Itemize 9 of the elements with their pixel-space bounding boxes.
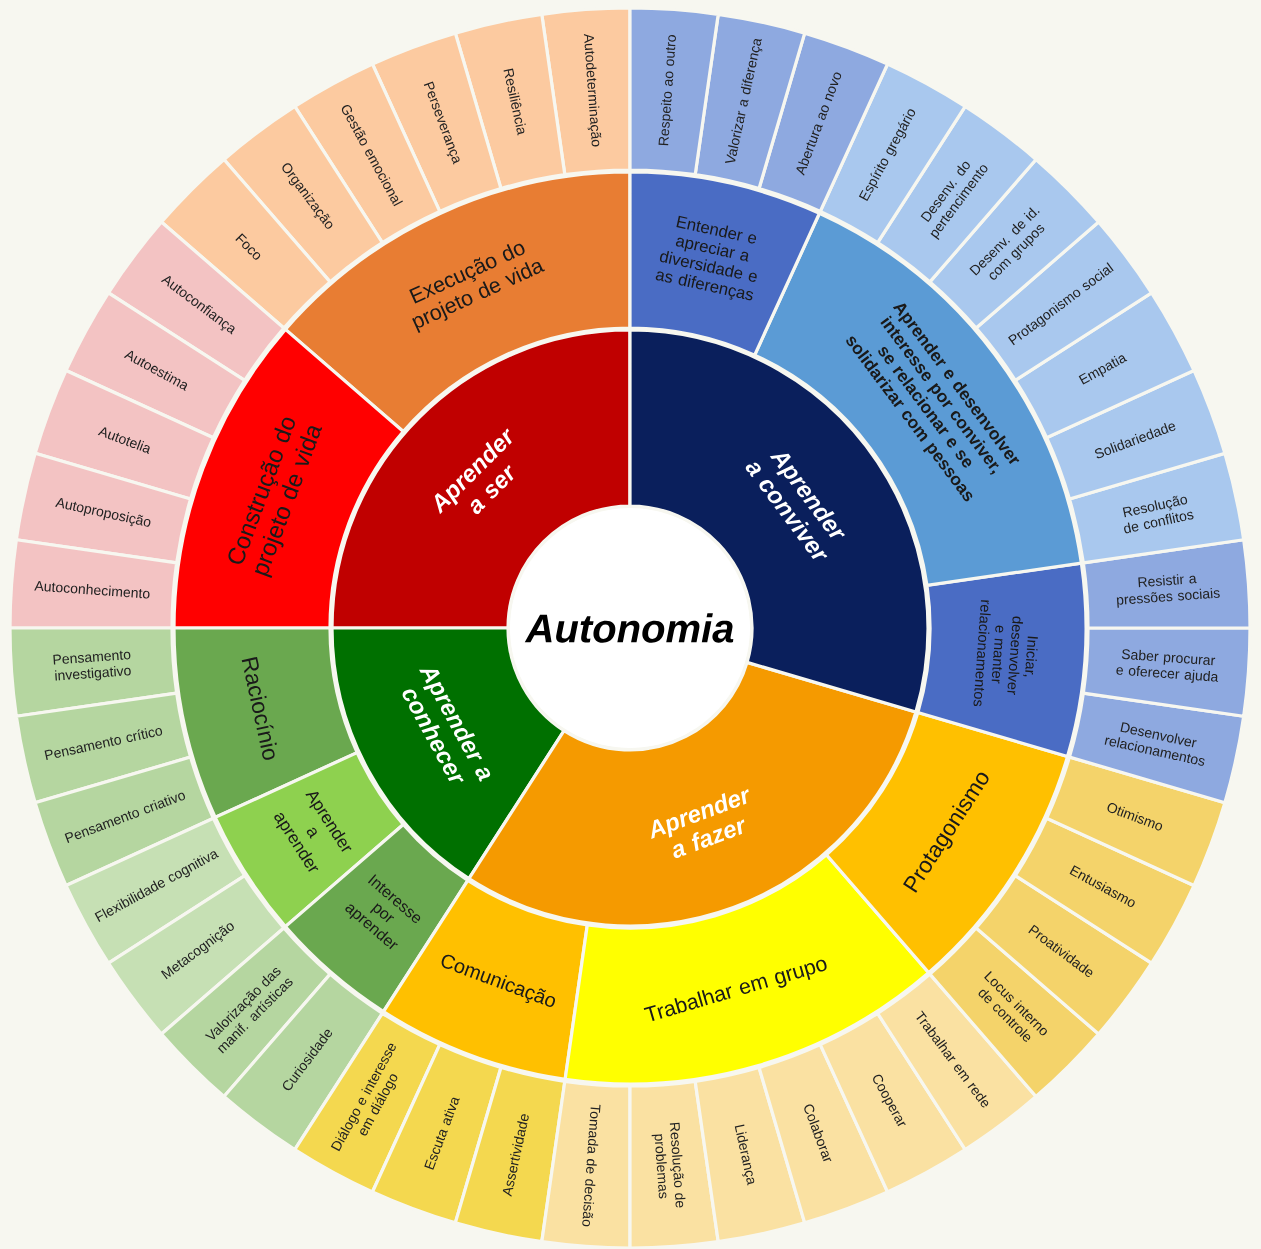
node-label: Resolução de problemas (651, 1122, 686, 1208)
ring-segment: Tomada de decisão (540, 1079, 632, 1249)
ring-segment: Iniciar, desenvolver e manter relacionamentos (916, 561, 1088, 759)
node-label: Liderança (734, 1124, 755, 1186)
ring-segment: Resistir a pressões sociais (1081, 538, 1252, 630)
ring-segment: Autoconhecimento (8, 538, 179, 630)
ring-segment: Resolução de problemas (628, 1079, 720, 1249)
ring-segment: Saber procurar e oferecer ajuda (1081, 626, 1252, 718)
node-label: Saber procurar e oferecer ajuda (1116, 649, 1219, 683)
